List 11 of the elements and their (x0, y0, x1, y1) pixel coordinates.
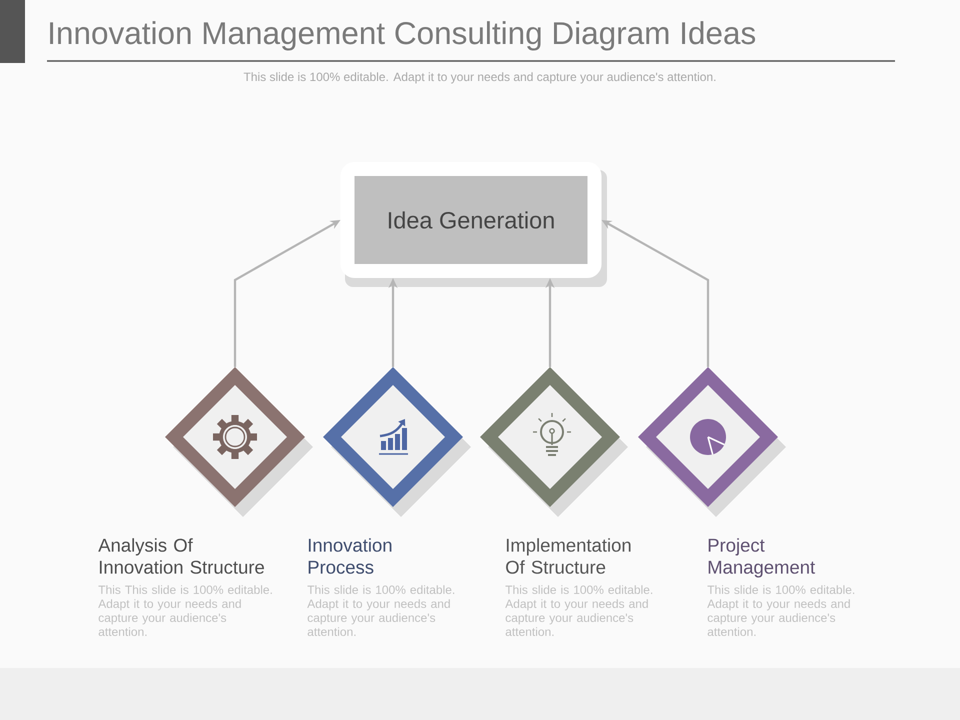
heading: Analysis Of Innovation Structure (98, 538, 264, 574)
process-box: Idea Generation (340, 162, 607, 287)
body-text: This slide is 100% editable. Adapt it to your needs and capture your audience's attention. (307, 585, 454, 636)
subtitle: This slide is 100% editable. Adapt it to your needs and capture your audience's attention. (244, 72, 716, 84)
heading: Innovation Process (308, 538, 392, 574)
heading: Implementation Of Structure (506, 538, 630, 574)
body-text: This This slide is 100% editable. Adapt it to your needs and capture your audience's attention. (98, 585, 272, 636)
body-text: This slide is 100% editable. Adapt it to your needs and capture your audience's attention. (707, 585, 854, 636)
heading: Project Management (708, 538, 816, 578)
title: Innovation Management Consulting Diagram Ideas (50, 21, 756, 51)
body-text: This slide is 100% editable. Adapt it to your needs and capture your audience's attention. (505, 585, 652, 636)
